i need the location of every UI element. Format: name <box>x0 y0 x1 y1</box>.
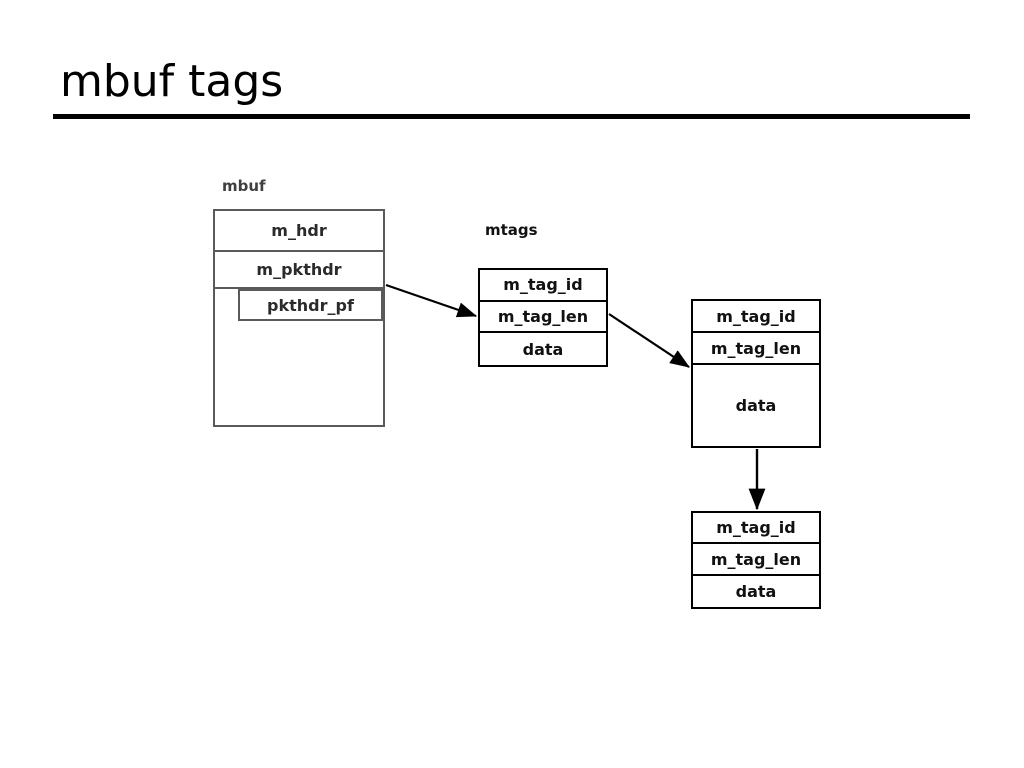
mtag-1-field-m-tag-id: m_tag_id <box>480 270 606 302</box>
mbuf-field-m-hdr: m_hdr <box>215 211 383 252</box>
mtag-2-field-data: data <box>735 396 777 415</box>
mbuf-field-pkthdr-pf: pkthdr_pf <box>238 289 383 321</box>
mbuf-caption-label: mbuf <box>222 177 266 195</box>
mtags-caption-label: mtags <box>485 221 538 239</box>
mtag-1-field-data: data <box>522 339 564 359</box>
arrow-mtag1-to-mtag2 <box>608 313 690 368</box>
mtag-3-field-m-tag-id: m_tag_id <box>693 513 819 545</box>
mtag-box-2: m_tag_id m_tag_len data <box>691 299 821 448</box>
page-title: mbuf tags <box>60 56 284 107</box>
mbuf-field-m-pkthdr: m_pkthdr <box>215 252 383 289</box>
mtag-1-field-m-tag-len: m_tag_len <box>480 302 606 334</box>
mtag-box-3: m_tag_id m_tag_len data <box>691 511 821 609</box>
mtag-3-field-m-tag-len: m_tag_len <box>693 544 819 576</box>
mbuf-struct-box: m_hdr m_pkthdr pkthdr_pf <box>213 209 385 427</box>
mbuf-field-body <box>215 319 383 425</box>
mtag-2-field-m-tag-id: m_tag_id <box>693 301 819 333</box>
arrow-mbuf-to-mtag1 <box>385 283 478 318</box>
mtag-2-field-m-tag-len: m_tag_len <box>693 333 819 365</box>
mtag-box-1: m_tag_id m_tag_len data <box>478 268 608 367</box>
mtag-3-field-data: data <box>735 581 777 601</box>
title-divider-rule <box>53 114 970 119</box>
